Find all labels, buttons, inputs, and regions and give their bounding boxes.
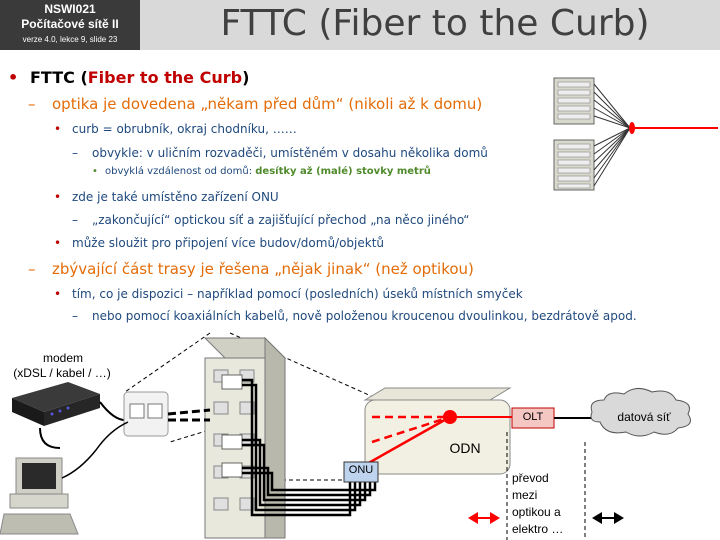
bullet-level3-curb: curb = obrubník, okraj chodníku, ……: [72, 122, 297, 136]
olt-label: OLT: [522, 411, 544, 423]
bullet-dot-icon: •: [8, 68, 19, 87]
rack-icon: [553, 77, 595, 125]
cloud-icon: [590, 388, 691, 437]
bullet-dash-icon: –: [72, 213, 78, 227]
bullet-level4-koaxialni: nebo pomocí koaxiálních kabelů, nově pol…: [92, 309, 637, 323]
onu-label: ONU: [348, 464, 374, 476]
socket-icon: [221, 374, 243, 478]
course-name: Počítačové sítě II: [21, 17, 119, 31]
bullet-level2-optika: optika je dovedena „někam před dům“ (nik…: [52, 95, 483, 113]
bullet-dash-icon: –: [72, 146, 78, 160]
odn-label: ODN: [449, 440, 481, 456]
bullet-level3-onu: zde je také umístěno zařízení ONU: [72, 190, 279, 204]
red-arrow-icon: [468, 512, 500, 524]
bullet-level3-vice-budov: může sloužit pro připojení více budov/do…: [72, 236, 385, 250]
onu-box: [343, 461, 379, 483]
wall-socket-icon: [123, 391, 169, 437]
rack-icon: [553, 139, 595, 191]
modem-icon: [12, 382, 100, 426]
bullet-level2-zbyvajici: zbývající část trasy je řešena „nějak ji…: [52, 260, 474, 278]
black-arrow-icon: [592, 512, 624, 524]
splitter-icon: [629, 122, 635, 134]
course-code: NSWI021: [44, 2, 96, 16]
odn-cabinet: [363, 387, 512, 475]
course-box: NSWI021 Počítačové sítě II verze 4.0, le…: [0, 0, 140, 50]
bullet-level5-vzdalenost: obvyklá vzdálenost od domů: desítky až (…: [105, 166, 431, 177]
splitter-icon: [443, 410, 457, 424]
modem-label: modem: [42, 351, 83, 365]
bullet-level3-dispozici: tím, co je dispozici – například pomocí …: [72, 287, 523, 301]
bullet-dot-icon: •: [54, 122, 62, 136]
fttc-diagram: [0, 332, 691, 540]
bullet-level4-obvykle: obvykle: v uličním rozvaděči, umístěném …: [92, 146, 488, 160]
bullet-level1-fttc: FTTC (Fiber to the Curb): [30, 68, 250, 87]
modem-sublabel: (xDSL / kabel / …): [13, 366, 111, 380]
slide-title: FTTC (Fiber to the Curb): [220, 3, 650, 44]
bullet-dot-icon: •: [92, 166, 98, 177]
bullet-dash-icon: –: [28, 95, 36, 113]
bullet-level4-zakoncujici: „zakončující“ optickou síť a zajišťující…: [92, 213, 470, 227]
copper-cables: [242, 378, 377, 517]
bullet-dot-icon: •: [54, 190, 62, 204]
course-version: verze 4.0, lekce 9, slide 23: [22, 35, 118, 44]
cloud-label: datová síť: [617, 410, 671, 424]
bullet-dot-icon: •: [54, 287, 62, 301]
street-cabinets-diagram: [553, 77, 718, 191]
bullet-dot-icon: •: [54, 236, 62, 250]
computer-icon: [0, 457, 79, 535]
fiber-bundle: [593, 83, 631, 187]
bullet-dash-icon: –: [28, 260, 36, 278]
building-icon: [203, 336, 287, 539]
conversion-label: převod mezi optikou a elektro …: [512, 471, 564, 536]
bullet-dash-icon: –: [72, 309, 78, 323]
